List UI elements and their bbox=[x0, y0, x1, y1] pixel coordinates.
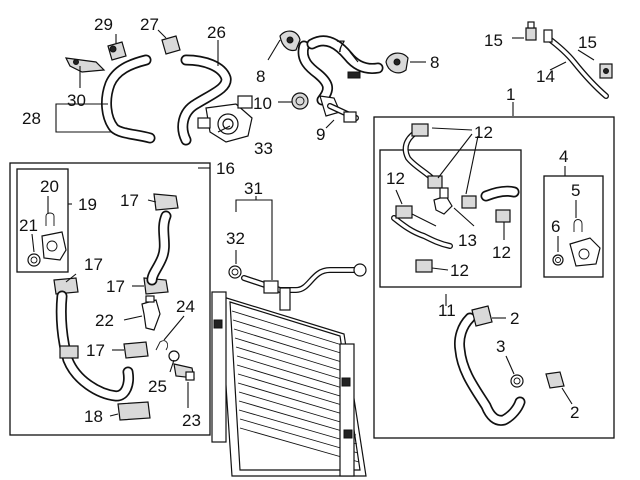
callout-25: 25 bbox=[148, 377, 167, 396]
callout-31: 31 bbox=[244, 179, 263, 198]
coolant-hose-icon bbox=[55, 290, 134, 402]
callout-16: 16 bbox=[216, 159, 235, 178]
tee-connector-icon bbox=[433, 187, 453, 215]
group-box-12 bbox=[379, 149, 522, 288]
coolant-hose-icon bbox=[101, 54, 156, 144]
callout-13: 13 bbox=[458, 231, 477, 250]
hose-bracket-icon bbox=[64, 57, 106, 73]
callout-8-right: 8 bbox=[430, 53, 439, 72]
callout-8-left: 8 bbox=[256, 67, 265, 86]
callout-26: 26 bbox=[207, 23, 226, 42]
callout-2-bottom: 2 bbox=[570, 403, 579, 422]
fitting-icon bbox=[525, 21, 537, 41]
clip-icon bbox=[155, 340, 169, 351]
callout-18: 18 bbox=[84, 407, 103, 426]
coolant-pipe-icon bbox=[391, 215, 453, 249]
fitting-icon bbox=[599, 63, 613, 79]
hose-fitting-icon bbox=[59, 345, 79, 359]
callout-29: 29 bbox=[94, 15, 113, 34]
hose-clamp-icon bbox=[107, 41, 127, 61]
hose-clamp-icon bbox=[279, 30, 301, 52]
temperature-sensor-icon bbox=[173, 363, 195, 381]
leader-lines bbox=[31, 29, 595, 417]
hose-clamp-icon bbox=[510, 374, 524, 388]
coolant-fitting-icon bbox=[569, 237, 601, 267]
coolant-fitting-icon bbox=[41, 231, 67, 261]
hose-clamp-icon bbox=[471, 305, 565, 389]
hose-clamp-icon bbox=[395, 195, 511, 273]
callout-3: 3 bbox=[496, 337, 505, 356]
clip-icon bbox=[573, 219, 583, 232]
callout-6: 6 bbox=[551, 217, 560, 236]
callout-12-d: 12 bbox=[450, 261, 469, 280]
callout-7: 7 bbox=[336, 37, 345, 56]
radiator-icon bbox=[211, 291, 367, 477]
callout-17-c: 17 bbox=[106, 277, 125, 296]
callout-numbers: 29 27 26 30 28 33 8 7 8 10 9 15 15 14 1 … bbox=[19, 15, 597, 430]
callout-2-top: 2 bbox=[510, 309, 519, 328]
hose-clamp-icon bbox=[385, 52, 409, 74]
hose-clamp-icon bbox=[53, 193, 179, 421]
callout-11: 11 bbox=[438, 301, 456, 320]
callout-10: 10 bbox=[253, 94, 272, 113]
callout-15-right: 15 bbox=[578, 33, 597, 52]
radiator-inlet-pipe bbox=[241, 263, 367, 311]
callout-15-left: 15 bbox=[484, 31, 503, 50]
callout-32: 32 bbox=[226, 229, 245, 248]
callout-33: 33 bbox=[254, 139, 273, 158]
coolant-pipe-icon bbox=[402, 123, 443, 189]
coolant-hose-icon bbox=[177, 54, 232, 146]
callout-24: 24 bbox=[176, 297, 195, 316]
coolant-hose-icon bbox=[454, 312, 526, 426]
group-box-1 bbox=[373, 116, 615, 439]
callout-14: 14 bbox=[536, 67, 555, 86]
callout-12-a: 12 bbox=[474, 123, 493, 142]
callout-12-c: 12 bbox=[492, 243, 511, 262]
coolant-hose-icon bbox=[146, 210, 172, 286]
callout-20: 20 bbox=[40, 177, 59, 196]
callout-1: 1 bbox=[506, 85, 515, 104]
coolant-pipe-icon bbox=[319, 95, 359, 123]
callout-19: 19 bbox=[78, 195, 97, 214]
callout-30: 30 bbox=[67, 91, 86, 110]
callout-17-b: 17 bbox=[84, 255, 103, 274]
callout-21: 21 bbox=[19, 216, 38, 235]
group-box-16 bbox=[9, 162, 211, 436]
o-ring-icon bbox=[552, 254, 564, 266]
thermostat-housing-icon bbox=[197, 95, 253, 143]
hose-clamp-icon bbox=[161, 35, 181, 55]
callout-22: 22 bbox=[95, 311, 114, 330]
callout-28: 28 bbox=[22, 109, 41, 128]
callout-5: 5 bbox=[571, 181, 580, 200]
callout-17-d: 17 bbox=[86, 341, 105, 360]
callout-27: 27 bbox=[140, 15, 159, 34]
coolant-hose-icon bbox=[297, 35, 384, 106]
o-ring-icon bbox=[168, 350, 180, 362]
cap-icon bbox=[291, 92, 309, 110]
callout-4: 4 bbox=[559, 147, 568, 166]
coolant-fitting-icon bbox=[141, 295, 161, 331]
callout-9: 9 bbox=[316, 125, 325, 144]
callout-12-b: 12 bbox=[386, 169, 405, 188]
o-ring-icon bbox=[27, 253, 41, 267]
callout-17-a: 17 bbox=[120, 191, 139, 210]
group-box-19 bbox=[16, 168, 69, 273]
coolant-pipe-icon bbox=[543, 29, 609, 99]
group-box-4 bbox=[543, 175, 604, 278]
clip-icon bbox=[45, 212, 55, 226]
o-ring-icon bbox=[228, 265, 242, 279]
callout-23: 23 bbox=[182, 411, 201, 430]
coolant-hose-icon bbox=[480, 185, 520, 202]
